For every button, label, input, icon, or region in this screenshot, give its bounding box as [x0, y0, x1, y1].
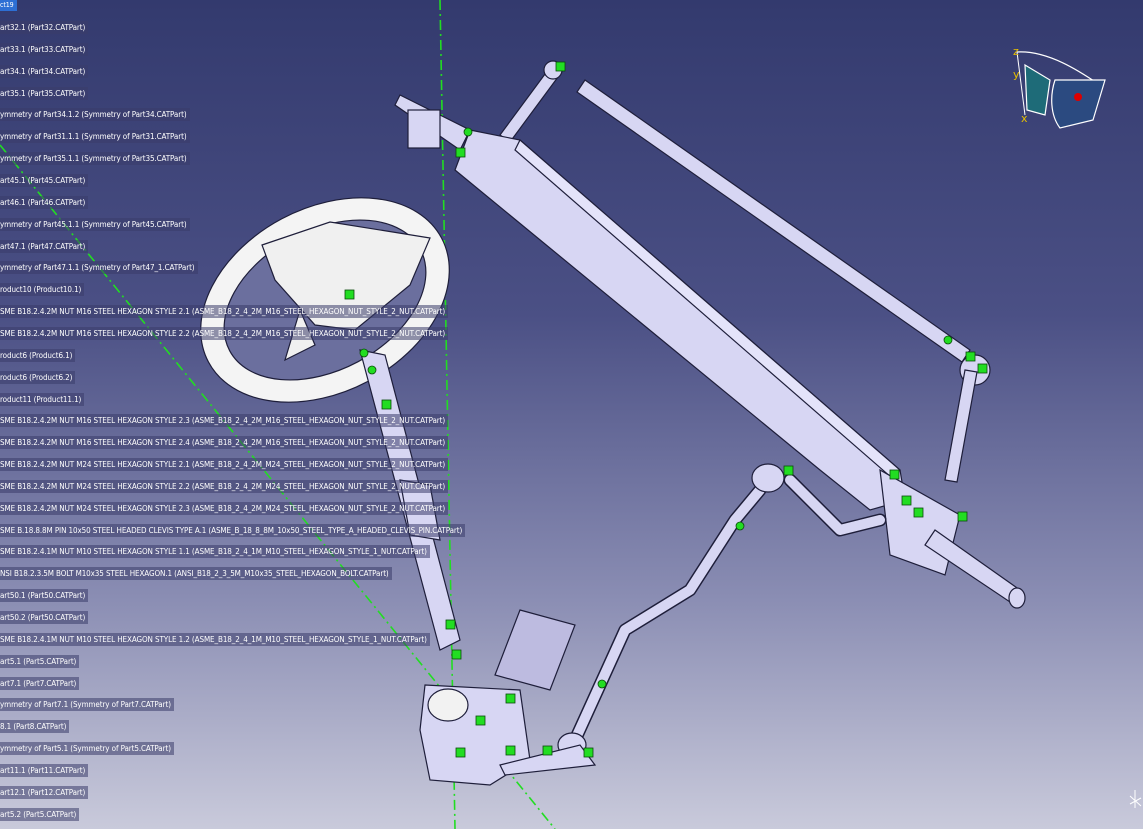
axis-indicator-icon [1129, 790, 1142, 808]
compass-plane-xy[interactable] [1051, 79, 1106, 129]
tree-node[interactable]: art7.1 (Part7.CATPart) [0, 676, 80, 690]
tree-node[interactable]: SME B18.2.4.2M NUT M16 STEEL HEXAGON STY… [0, 436, 449, 450]
tree-node[interactable]: roduct11 (Product11.1) [0, 392, 85, 406]
tree-node[interactable]: SME B18.2.4.2M NUT M24 STEEL HEXAGON STY… [0, 458, 449, 471]
compass-x-label: x [1021, 112, 1028, 125]
lower-linkage-fill [570, 475, 885, 745]
compass-z-axis [1016, 51, 1026, 116]
tree-node[interactable]: ymmetry of Part47.1.1 (Symmetry of Part4… [0, 261, 198, 275]
tree-node[interactable]: roduct6 (Product6.1) [0, 348, 76, 362]
tree-node[interactable]: ymmetry of Part35.1.1 (Symmetry of Part3… [0, 152, 190, 166]
tree-node[interactable]: SME B18.2.4.2M NUT M24 STEEL HEXAGON STY… [0, 501, 449, 515]
tree-node[interactable]: roduct10 (Product10.1) [0, 283, 85, 297]
tree-node[interactable]: art50.1 (Part50.CATPart) [0, 589, 89, 603]
tree-node[interactable]: ymmetry of Part31.1.1 (Symmetry of Part3… [0, 130, 190, 144]
tree-node[interactable]: art32.1 (Part32.CATPart) [0, 21, 89, 34]
steering-wheel[interactable] [165, 157, 484, 443]
tree-node[interactable]: art46.1 (Part46.CATPart) [0, 195, 89, 209]
tree-node[interactable]: art34.1 (Part34.CATPart) [0, 64, 89, 78]
tree-node[interactable]: art5.2 (Part5.CATPart) [0, 807, 80, 821]
tree-node[interactable]: SME B18.2.4.1M NUT M10 STEEL HEXAGON STY… [0, 632, 430, 646]
tree-node[interactable]: art35.1 (Part35.CATPart) [0, 86, 89, 100]
tree-node[interactable]: SME B18.2.4.2M NUT M16 STEEL HEXAGON STY… [0, 326, 449, 340]
tree-node[interactable]: art12.1 (Part12.CATPart) [0, 785, 89, 799]
tree-node[interactable]: ymmetry of Part5.1 (Symmetry of Part5.CA… [0, 742, 174, 756]
upper-tie-rod[interactable] [499, 60, 991, 483]
compass-z-label: z [1013, 45, 1019, 58]
tree-node[interactable]: art11.1 (Part11.CATPart) [0, 763, 89, 777]
compass-widget[interactable]: z y x [1005, 40, 1115, 140]
tree-node[interactable]: 8.1 (Part8.CATPart) [0, 720, 70, 734]
tree-node[interactable]: ymmetry of Part34.1.2 (Symmetry of Part3… [0, 108, 190, 122]
compass-y-label: y [1013, 68, 1020, 81]
tree-node[interactable]: NSI B18.2.3.5M BOLT M10x35 STEEL HEXAGON… [0, 567, 392, 581]
tree-node[interactable]: art47.1 (Part47.CATPart) [0, 239, 89, 253]
tree-node[interactable]: ymmetry of Part7.1 (Symmetry of Part7.CA… [0, 698, 174, 712]
specification-tree[interactable]: ct19 art32.1 (Part32.CATPart) art33.1 (Par… [0, 0, 520, 829]
tree-node[interactable]: art33.1 (Part33.CATPart) [0, 42, 89, 56]
compass-plane-yz[interactable] [1024, 63, 1051, 116]
tree-node[interactable]: SME B18.2.4.1M NUT M10 STEEL HEXAGON STY… [0, 545, 430, 559]
tree-node[interactable]: art45.1 (Part45.CATPart) [0, 174, 89, 187]
compass-handle[interactable] [1074, 93, 1082, 101]
rack-housing[interactable] [394, 94, 1026, 609]
tree-root-node[interactable]: ct19 [0, 0, 17, 11]
constraint-markers [344, 61, 988, 758]
tree-node[interactable]: roduct6 (Product6.2) [0, 370, 76, 384]
tree-node[interactable]: SME B18.2.4.2M NUT M24 STEEL HEXAGON STY… [0, 479, 449, 493]
tree-node[interactable]: art5.1 (Part5.CATPart) [0, 654, 80, 668]
tree-node[interactable]: art50.2 (Part50.CATPart) [0, 611, 89, 624]
tree-node[interactable]: SME B18.2.4.2M NUT M16 STEEL HEXAGON STY… [0, 414, 449, 428]
tree-node[interactable]: SME B.18.8.8M PIN 10x50 STEEL HEADED CLE… [0, 523, 466, 537]
steering-gearbox[interactable] [419, 609, 597, 786]
tree-node[interactable]: SME B18.2.4.2M NUT M16 STEEL HEXAGON STY… [0, 305, 449, 319]
tree-node[interactable]: ymmetry of Part45.1.1 (Symmetry of Part4… [0, 217, 190, 231]
